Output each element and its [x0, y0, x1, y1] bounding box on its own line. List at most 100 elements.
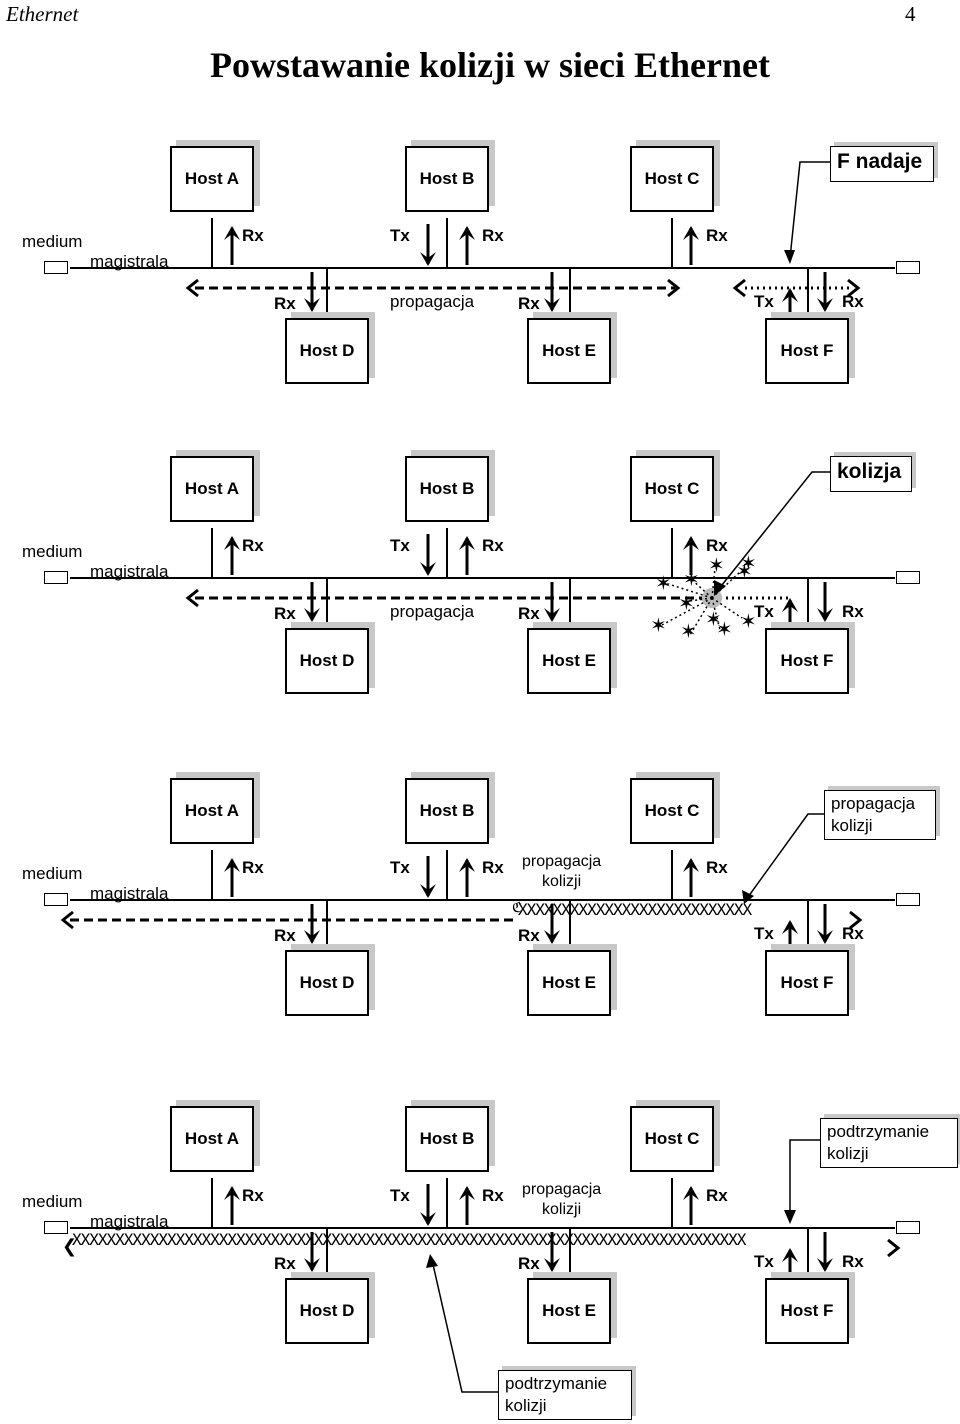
host-d-label: Host D: [299, 651, 355, 670]
tx-arrow-b-head: [420, 884, 436, 898]
callout-f-nadaje: F nadaje: [830, 146, 934, 182]
host-a-label: Host A: [184, 169, 240, 188]
host-b: Host B: [405, 778, 489, 844]
magistrala-label: magistrala: [90, 252, 169, 271]
terminator-right: [896, 893, 920, 906]
panel-3-graphics: ℭ XXXXXXXXXXXXXXXXXXXXXXXXXXX: [60, 813, 895, 957]
terminator-left: [44, 571, 68, 584]
host-a: Host A: [170, 1106, 254, 1172]
svg-text:✶: ✶: [708, 553, 725, 577]
page-title: Powstawanie kolizji w sieci Ethernet: [210, 45, 770, 85]
callout-line-2: kolizji: [831, 816, 873, 835]
callout-podtrzymanie-kolizji: podtrzymanie kolizji: [820, 1118, 958, 1168]
host-d: Host D: [285, 318, 369, 384]
terminator-right: [896, 261, 920, 274]
host-b: Host B: [405, 146, 489, 212]
host-c-label: Host C: [644, 1129, 700, 1148]
svg-text:✶: ✶: [680, 619, 697, 643]
host-f: Host F: [765, 628, 849, 694]
propagation-label-1: propagacja: [522, 853, 602, 870]
rx-label-c: Rx: [706, 1186, 728, 1205]
tx-label-f: Tx: [754, 602, 774, 621]
panel-1-graphics: [70, 161, 895, 325]
host-a: Host A: [170, 456, 254, 522]
medium-label: medium: [22, 864, 83, 883]
rx-arrow-d-head: [304, 608, 320, 622]
terminator-right: [896, 1221, 920, 1234]
rx-label-f: Rx: [842, 924, 864, 943]
rx-label-d: Rx: [274, 604, 296, 623]
terminator-left: [44, 261, 68, 274]
rx-arrow-a-head: [224, 226, 240, 240]
magistrala-label: magistrala: [90, 1212, 169, 1231]
rx-label-b: Rx: [482, 226, 504, 245]
host-f: Host F: [765, 1278, 849, 1344]
rx-label-b: Rx: [482, 536, 504, 555]
host-f-label: Host F: [780, 341, 834, 360]
rx-arrow-d-head: [304, 298, 320, 312]
terminator-right: [896, 571, 920, 584]
rx-arrow-c-head: [683, 226, 699, 240]
rx-label-d: Rx: [274, 926, 296, 945]
rx-arrow-c-head: [683, 1186, 699, 1200]
propagation-label-2: kolizji: [542, 1201, 582, 1218]
host-f: Host F: [765, 950, 849, 1016]
terminator-left: [44, 1221, 68, 1234]
host-c: Host C: [630, 1106, 714, 1172]
callout-bottom-line-1: podtrzymanie: [505, 1374, 608, 1393]
host-c: Host C: [630, 146, 714, 212]
rx-label-a: Rx: [242, 536, 264, 555]
host-d: Host D: [285, 628, 369, 694]
tx-arrow-f-head: [782, 1248, 798, 1262]
propagation-label-2: kolizji: [542, 873, 582, 890]
host-f-label: Host F: [780, 1301, 834, 1320]
propagation-arrow-left: [185, 278, 199, 298]
rx-arrow-c-head: [683, 858, 699, 872]
tx-label-b: Tx: [390, 536, 410, 555]
propagation-label: propagacja kolizji: [522, 852, 601, 892]
propagation-label: propagacja: [390, 602, 475, 621]
svg-text:✶: ✶: [655, 571, 672, 595]
host-b-label: Host B: [419, 479, 475, 498]
rx-arrow-a-head: [224, 536, 240, 550]
host-e-label: Host E: [542, 651, 596, 670]
medium-label: medium: [22, 232, 83, 251]
rx-arrow-e-head: [544, 608, 560, 622]
medium-label: medium: [22, 1192, 83, 1211]
tx-label-f: Tx: [754, 924, 774, 943]
svg-text:✶: ✶: [740, 609, 757, 633]
rx-label-e: Rx: [518, 926, 540, 945]
host-e: Host E: [527, 1278, 611, 1344]
rx-arrow-f-head: [817, 930, 833, 944]
medium-label: medium: [22, 542, 83, 561]
host-c: Host C: [630, 456, 714, 522]
host-a-label: Host A: [184, 479, 240, 498]
rx-arrow-e-head: [544, 930, 560, 944]
rx-label-d: Rx: [274, 294, 296, 313]
callout-line-2: kolizji: [827, 1144, 869, 1163]
svg-text:✶: ✶: [740, 551, 757, 575]
host-b-label: Host B: [419, 169, 475, 188]
host-d: Host D: [285, 1278, 369, 1344]
host-b-label: Host B: [419, 1129, 475, 1148]
rx-label-e: Rx: [518, 1254, 540, 1273]
tx-arrow-b-head: [420, 1212, 436, 1226]
host-f-label: Host F: [780, 651, 834, 670]
tx-label-b: Tx: [390, 1186, 410, 1205]
host-f-label: Host F: [780, 973, 834, 992]
rx-label-a: Rx: [242, 1186, 264, 1205]
rx-label-d: Rx: [274, 1254, 296, 1273]
rx-label-e: Rx: [518, 294, 540, 313]
host-d-label: Host D: [299, 973, 355, 992]
magistrala-label: magistrala: [90, 562, 169, 581]
rx-arrow-e-head: [544, 1258, 560, 1272]
rx-label-f: Rx: [842, 292, 864, 311]
svg-text:✶: ✶: [678, 591, 695, 615]
host-a-label: Host A: [184, 1129, 240, 1148]
tx-arrow-f-head: [782, 920, 798, 934]
rx-label-b: Rx: [482, 858, 504, 877]
rx-arrow-a-head: [224, 858, 240, 872]
magistrala-label: magistrala: [90, 884, 169, 903]
host-a: Host A: [170, 778, 254, 844]
